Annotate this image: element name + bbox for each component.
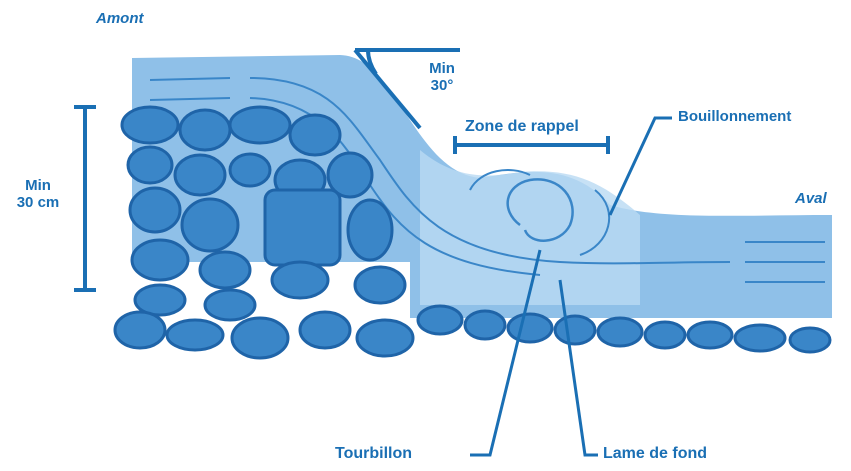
downstream-label: Aval [795, 190, 827, 207]
min-angle-line2: 30° [420, 77, 464, 94]
ground-wave-label: Lame de fond [603, 445, 707, 463]
return-zone-label: Zone de rappel [465, 118, 579, 136]
bubbling-label: Bouillonnement [678, 108, 791, 125]
min-angle-line1: Min [420, 60, 464, 77]
min-height-line2: 30 cm [8, 194, 68, 211]
min-angle-label: Min 30° [420, 60, 464, 95]
min-height-line1: Min [8, 177, 68, 194]
min-height-label: Min 30 cm [8, 177, 68, 212]
vortex-label: Tourbillon [335, 445, 412, 463]
upstream-label: Amont [96, 10, 144, 27]
return-zone-bracket [455, 136, 608, 154]
height-dimension-marker [74, 107, 96, 290]
